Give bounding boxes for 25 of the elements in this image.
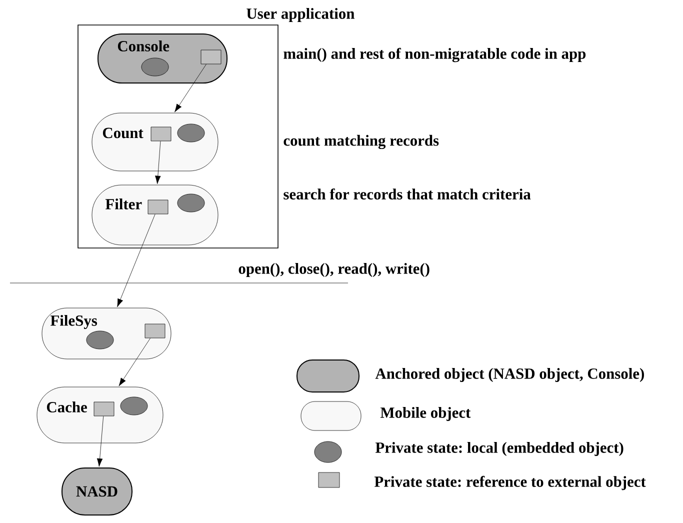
legend-text: Mobile object — [380, 406, 471, 421]
node-label: User application — [246, 8, 355, 22]
arrow — [118, 338, 150, 386]
arrow — [96, 416, 104, 467]
reference-square — [200, 50, 222, 64]
local-state-ellipse — [120, 396, 148, 416]
note-text: count matching records — [284, 134, 439, 150]
reference-square — [144, 324, 166, 338]
reference-square — [94, 402, 114, 416]
local-state-ellipse — [141, 58, 169, 76]
local-state-ellipse — [177, 194, 205, 212]
legend-text: Private state: reference to external object — [374, 476, 646, 490]
note-text: main() and rest of non-migratable code in app — [284, 48, 586, 62]
reference-square — [150, 126, 172, 142]
arrow — [117, 214, 156, 308]
note-text: search for records that match criteria — [284, 188, 531, 200]
local-state-ellipse — [177, 124, 205, 142]
arrow — [174, 64, 206, 112]
reference-square — [148, 200, 168, 214]
local-state-ellipse — [86, 330, 114, 350]
arrow — [155, 141, 161, 184]
anchored-object: NASD — [62, 468, 132, 516]
legend-text: Private state: local (embedded object) — [375, 442, 624, 456]
note-text: open(), close(), read(), write() — [238, 263, 430, 277]
legend-text: Anchored object (NASD object, Console) — [375, 368, 644, 382]
